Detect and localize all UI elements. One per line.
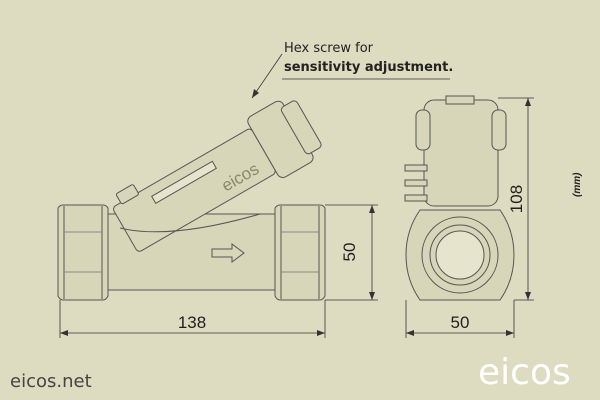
note-arrow <box>252 89 259 98</box>
left-fitting <box>57 204 109 301</box>
note-leader-line <box>251 53 283 99</box>
connector-pin <box>404 164 428 172</box>
brand-logo: eicos <box>478 352 571 393</box>
dim-arrow <box>406 330 414 336</box>
side-housing-flange <box>491 109 507 151</box>
unit-label: (mm) <box>572 172 583 197</box>
annotation-line1: Hex screw for <box>284 41 373 56</box>
dim-label-height: 50 <box>340 243 359 262</box>
footer-site-link: eicos.net <box>10 371 92 392</box>
dim-label-height-side: 108 <box>507 185 526 213</box>
connector-pin <box>404 179 428 187</box>
flow-arrow-icon <box>211 243 245 263</box>
side-housing <box>423 99 499 207</box>
dim-arrow <box>525 98 531 106</box>
housing-neck <box>119 213 261 233</box>
dim-arrow <box>369 292 375 300</box>
dim-arrow <box>317 330 325 336</box>
dim-arrow <box>525 292 531 300</box>
side-port-bore <box>435 230 485 280</box>
dim-arrow <box>60 330 68 336</box>
side-housing-flange <box>415 109 431 151</box>
dim-label-length: 138 <box>178 313 206 332</box>
connector-pin <box>404 194 428 202</box>
dim-arrow <box>506 330 514 336</box>
dim-label-width: 50 <box>451 313 470 332</box>
sensor-housing <box>113 100 322 252</box>
dim-arrow <box>369 205 375 213</box>
annotation-line2: sensitivity adjustment. <box>284 60 454 75</box>
right-fitting <box>274 204 326 301</box>
side-hex-cap <box>445 95 475 105</box>
